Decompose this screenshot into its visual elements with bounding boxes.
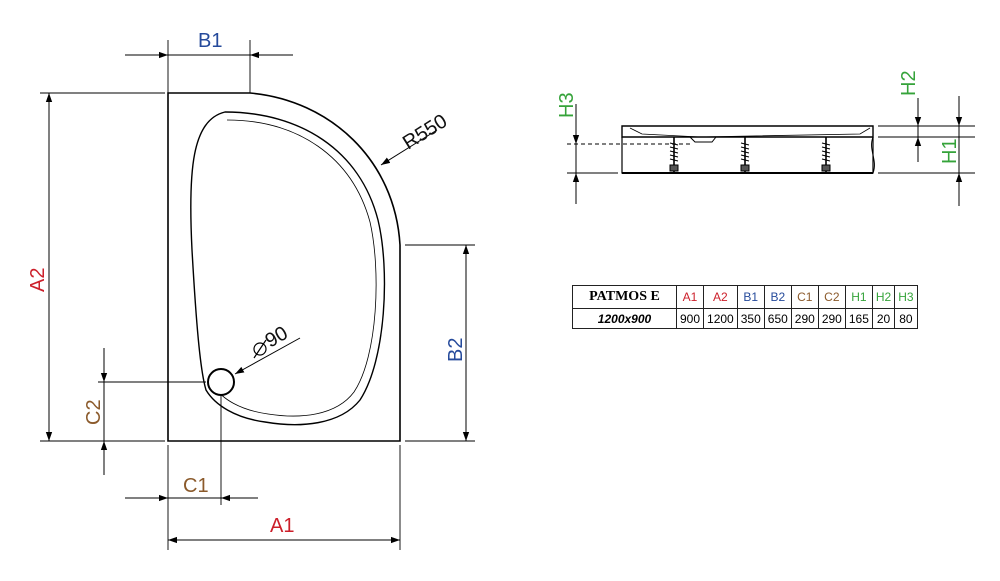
extension-lines bbox=[40, 40, 475, 550]
adjustable-legs bbox=[669, 137, 831, 173]
label-b1: B1 bbox=[198, 30, 222, 52]
label-h3: H3 bbox=[556, 92, 578, 118]
value-b2: 650 bbox=[763, 308, 792, 329]
value-a2: 1200 bbox=[703, 308, 738, 329]
value-h1: 165 bbox=[844, 308, 873, 329]
label-c1: C1 bbox=[183, 475, 209, 497]
label-a2: A2 bbox=[27, 268, 49, 292]
spec-header-row: PATMOS E A1 A2 B1 B2 C1 C2 H1 H2 H3 bbox=[572, 285, 918, 309]
label-a1: A1 bbox=[270, 515, 294, 537]
value-h2: 20 bbox=[871, 308, 896, 329]
header-a2: A2 bbox=[703, 285, 738, 309]
spec-value-row: 1200x900 900 1200 350 650 290 290 165 20… bbox=[572, 308, 918, 329]
label-c2: C2 bbox=[83, 399, 105, 425]
model-size: 1200x900 bbox=[572, 308, 677, 329]
header-h1: H1 bbox=[844, 285, 873, 309]
side-basin-line bbox=[629, 127, 871, 138]
tray-outline bbox=[167, 92, 401, 442]
side-extension-lines bbox=[567, 125, 975, 174]
tray-top-view bbox=[167, 92, 401, 442]
side-rim bbox=[621, 125, 874, 138]
value-a1: 900 bbox=[675, 308, 705, 329]
label-b2: B2 bbox=[445, 338, 467, 362]
header-h2: H2 bbox=[871, 285, 896, 309]
tray-side-view bbox=[621, 125, 875, 174]
drain bbox=[207, 368, 235, 396]
value-c2: 290 bbox=[817, 308, 846, 329]
model-name: PATMOS E bbox=[572, 285, 677, 309]
side-dimension-lines bbox=[572, 96, 963, 206]
leg-1 bbox=[669, 137, 679, 173]
label-h1: H1 bbox=[939, 138, 961, 164]
dimension-lines bbox=[45, 51, 470, 544]
value-c1: 290 bbox=[790, 308, 819, 329]
header-c1: C1 bbox=[790, 285, 819, 309]
diameter-symbol bbox=[253, 339, 267, 359]
header-b1: B1 bbox=[736, 285, 765, 309]
label-h2: H2 bbox=[898, 70, 920, 96]
header-b2: B2 bbox=[763, 285, 792, 309]
header-c2: C2 bbox=[817, 285, 846, 309]
spec-table: PATMOS E A1 A2 B1 B2 C1 C2 H1 H2 H3 1200… bbox=[572, 285, 918, 329]
label-radius: R550 bbox=[399, 110, 451, 154]
drain-circle bbox=[207, 368, 235, 396]
leg-2 bbox=[740, 137, 750, 173]
value-h3: 80 bbox=[894, 308, 918, 329]
value-b1: 350 bbox=[736, 308, 765, 329]
tray-inner-edge bbox=[213, 119, 377, 417]
tray-inner-basin bbox=[190, 111, 386, 426]
header-a1: A1 bbox=[675, 285, 705, 309]
leg-3 bbox=[821, 137, 831, 173]
header-h3: H3 bbox=[894, 285, 918, 309]
